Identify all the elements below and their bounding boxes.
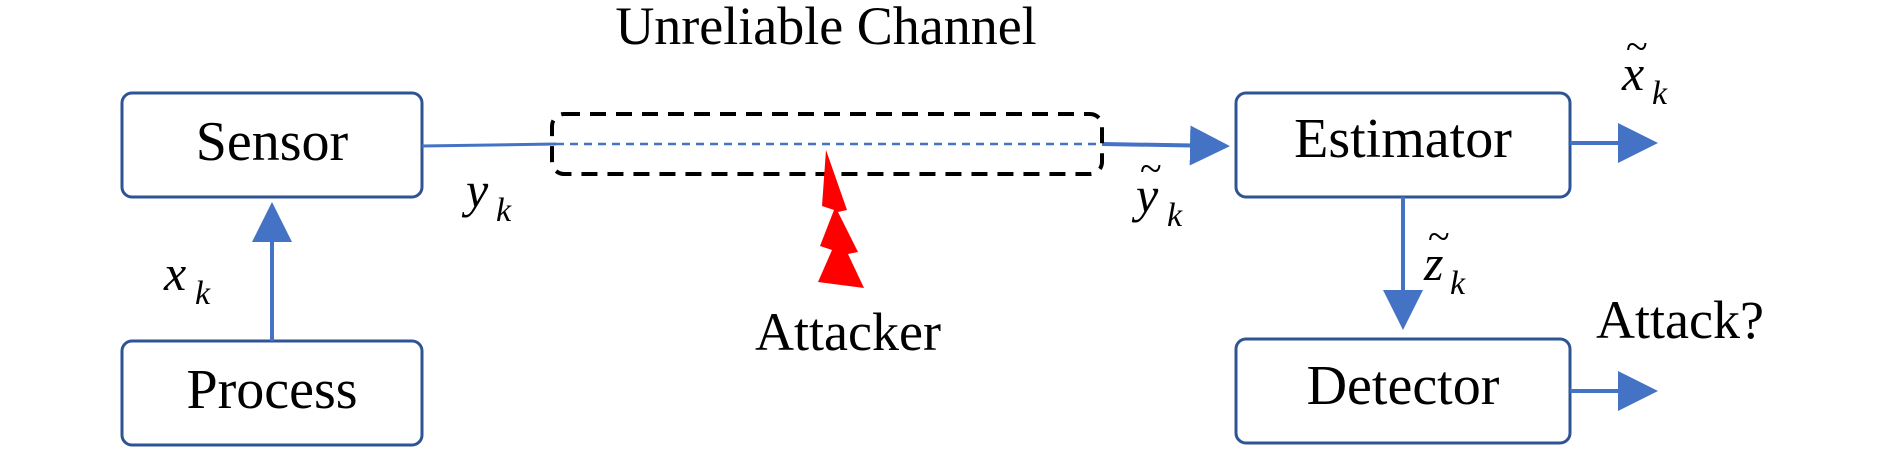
z-tilde-k-base: z (1423, 235, 1443, 291)
detector-label: Detector (1307, 355, 1500, 417)
x-k-subscript: k (195, 275, 211, 312)
sensor-output-line (421, 142, 557, 148)
channel-to-estimator-arrow (1101, 125, 1230, 166)
sensor-block: Sensor (120, 91, 424, 199)
x-tilde-k-subscript: k (1652, 75, 1668, 112)
attacker-lightning-icon (818, 150, 864, 288)
sensor-label: Sensor (196, 111, 349, 173)
y-tilde-accent: ~ (1140, 146, 1162, 191)
y-k-subscript: k (496, 192, 512, 229)
var-z-tilde-k: ~ z k (1423, 214, 1466, 302)
var-x-k: x k (163, 245, 211, 312)
var-y-k: y k (461, 162, 512, 229)
x-tilde-k-base: x (1621, 45, 1644, 101)
x-k-base: x (163, 245, 186, 301)
y-k-base: y (461, 162, 489, 218)
attack-question-label: Attack? (1596, 290, 1764, 350)
estimator-block: Estimator (1234, 91, 1572, 199)
estimator-label: Estimator (1294, 108, 1512, 170)
process-block: Process (120, 339, 424, 447)
channel-label: Unreliable Channel (615, 0, 1036, 56)
attacker-label: Attacker (755, 302, 941, 362)
y-tilde-k-subscript: k (1167, 197, 1183, 234)
process-label: Process (186, 359, 357, 421)
z-tilde-k-subscript: k (1450, 265, 1466, 302)
var-y-tilde-k: ~ y k (1131, 146, 1183, 234)
var-x-tilde-k: ~ x k (1621, 24, 1668, 112)
z-tilde-accent: ~ (1428, 214, 1450, 259)
detector-block: Detector (1234, 337, 1572, 445)
y-tilde-k-base: y (1131, 167, 1159, 223)
x-tilde-accent: ~ (1626, 24, 1648, 69)
